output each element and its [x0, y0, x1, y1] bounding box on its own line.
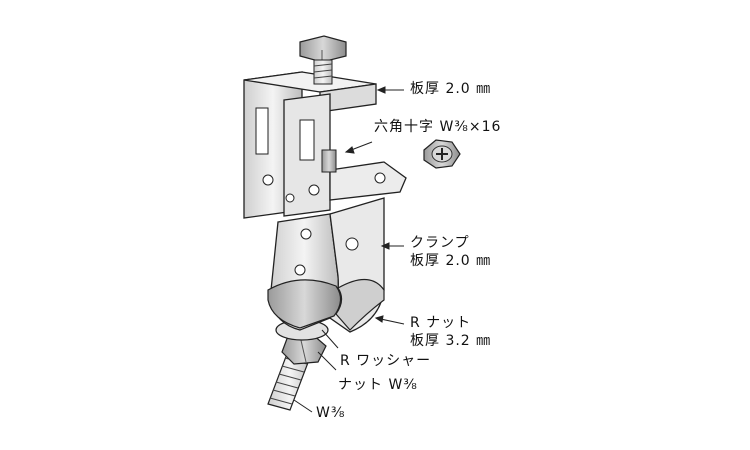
label-r-nut-thickness: 板厚 3.2 ㎜ [410, 333, 492, 349]
top-hex-bolt [299, 35, 347, 85]
label-clamp: クランプ [410, 235, 470, 251]
label-r-nut: R ナット [410, 315, 472, 331]
label-rod: W⅜ [316, 405, 346, 421]
clamp-body [267, 197, 385, 333]
label-nut: ナット W⅜ [338, 377, 418, 393]
label-plate-thickness-top: 板厚 2.0 ㎜ [410, 81, 492, 97]
leader-lines [293, 86, 405, 413]
label-hex-cross-bolt: 六角十字 W⅜×16 [374, 119, 502, 135]
hex-cross-bolt-head-icon [423, 139, 461, 169]
c-frame [243, 71, 407, 219]
label-clamp-thickness: 板厚 2.0 ㎜ [410, 253, 492, 269]
label-r-washer: R ワッシャー [340, 353, 432, 369]
